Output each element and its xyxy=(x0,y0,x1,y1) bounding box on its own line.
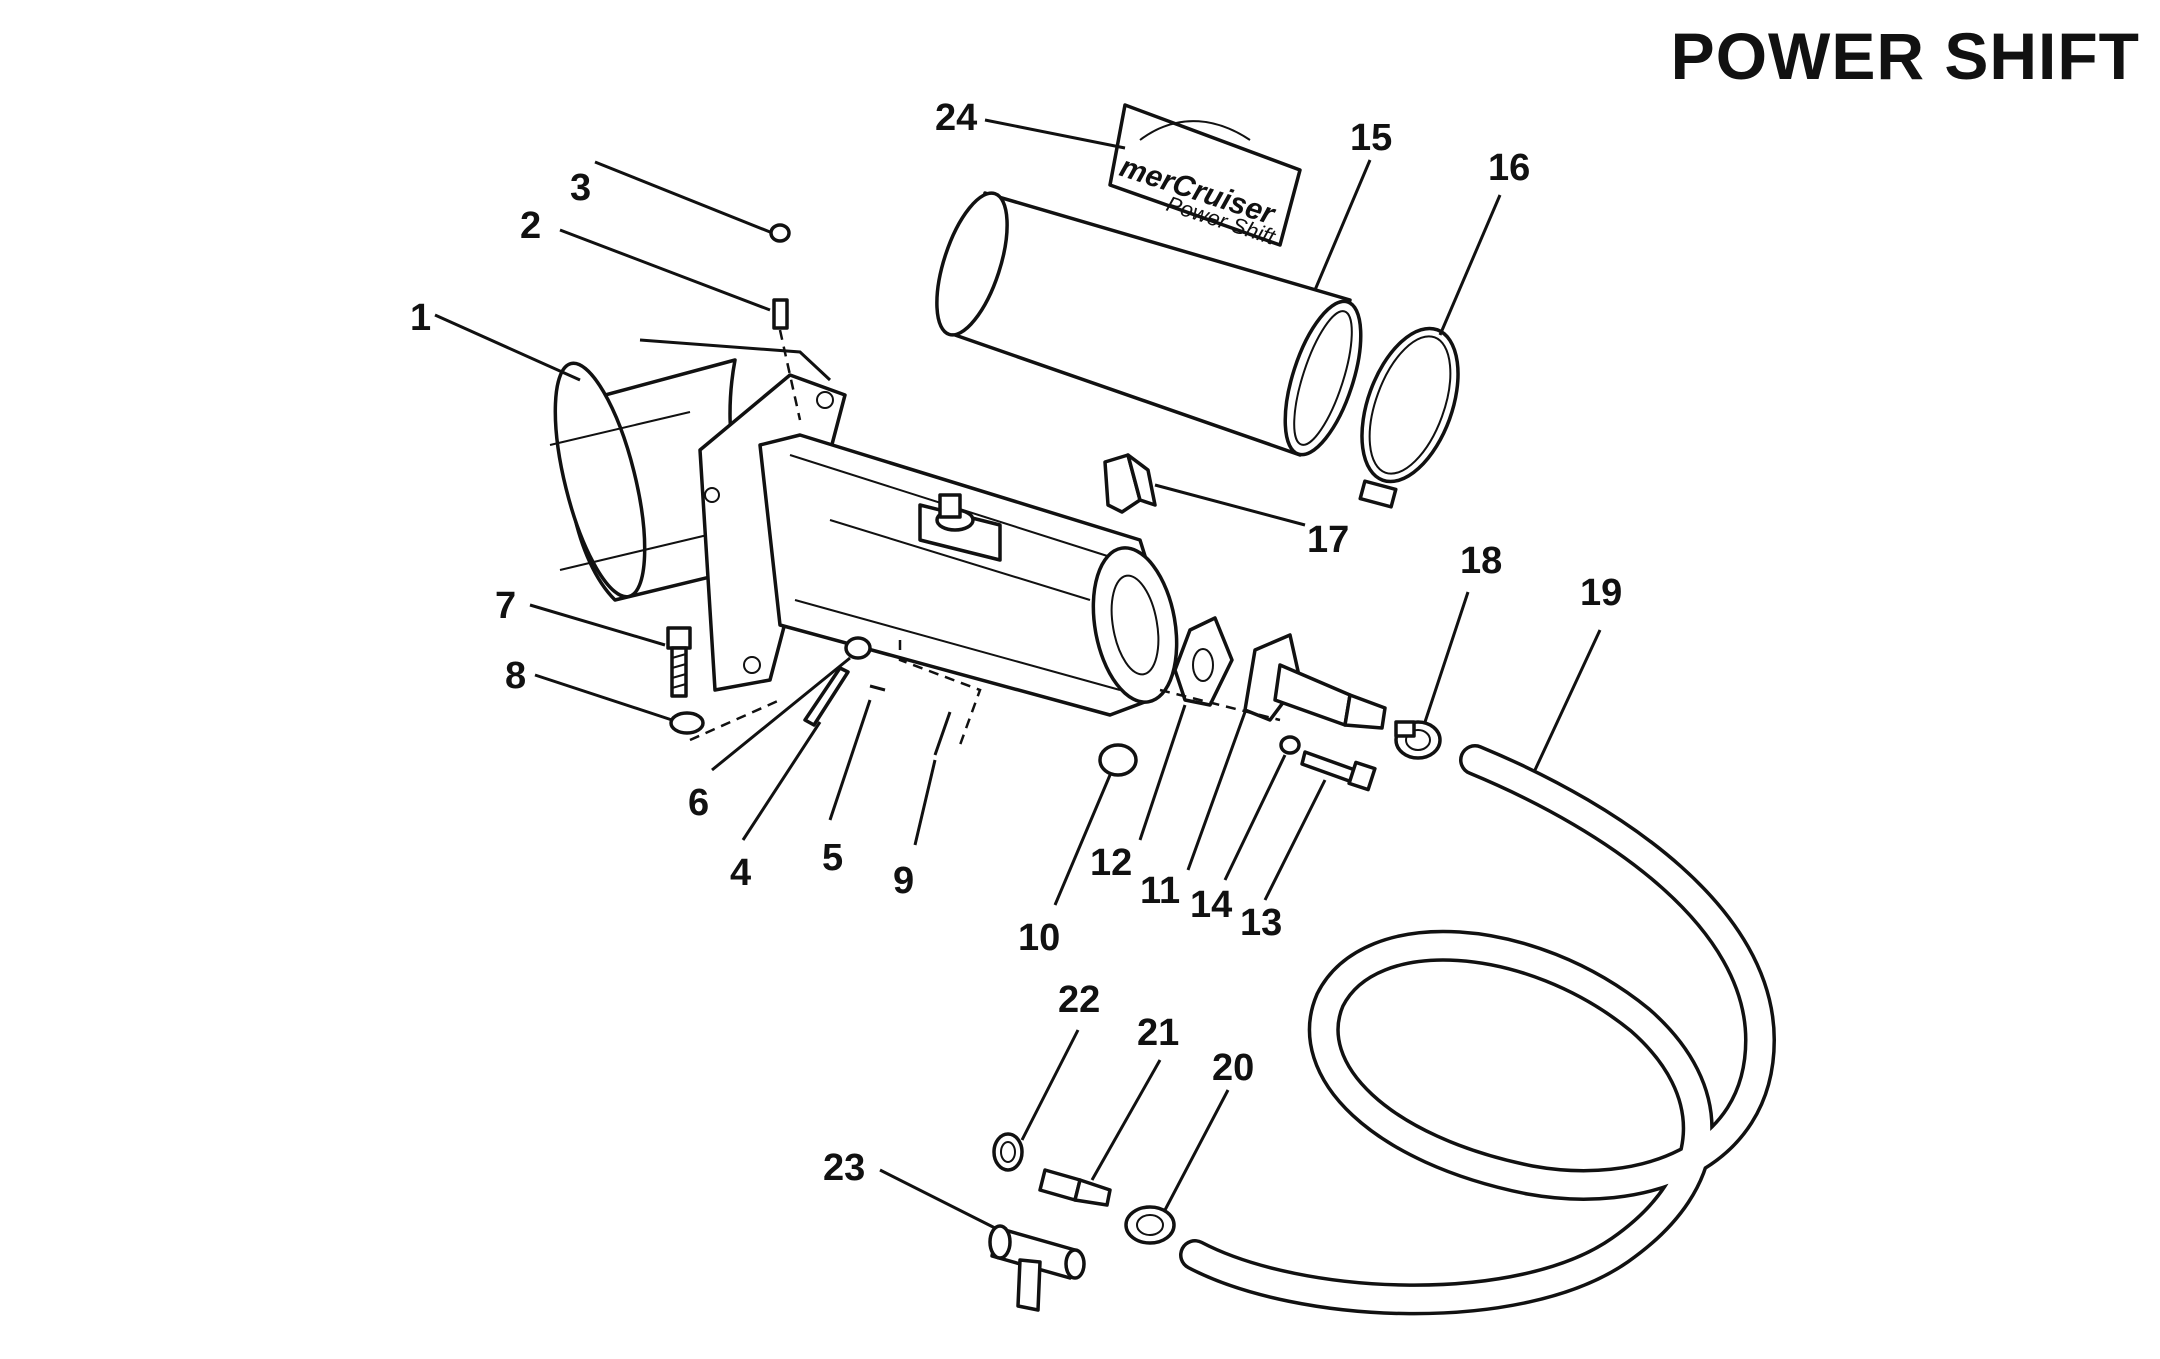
callout-11: 11 xyxy=(1140,870,1180,912)
part-16-clamp xyxy=(1358,326,1460,509)
callout-7: 7 xyxy=(495,585,516,627)
part-9-pin xyxy=(933,711,952,756)
callout-12: 12 xyxy=(1090,842,1132,884)
callout-22: 22 xyxy=(1058,979,1100,1021)
callout-13: 13 xyxy=(1240,902,1282,944)
part-12-gasket xyxy=(1173,616,1234,707)
callout-19: 19 xyxy=(1580,572,1622,614)
callout-20: 20 xyxy=(1212,1047,1254,1089)
part-13-screw xyxy=(1300,750,1377,792)
callout-23: 23 xyxy=(823,1147,865,1189)
callout-14: 14 xyxy=(1190,884,1232,926)
part-22-bushing xyxy=(992,1132,1024,1172)
callout-2: 2 xyxy=(520,205,541,247)
callout-16: 16 xyxy=(1488,147,1530,189)
callout-6: 6 xyxy=(688,782,709,824)
part-15-cover xyxy=(935,191,1363,457)
callout-4: 4 xyxy=(730,852,751,894)
part-23-tee xyxy=(988,1224,1086,1312)
part-21-fitting xyxy=(1038,1168,1112,1207)
callout-24: 24 xyxy=(935,97,977,139)
callout-3: 3 xyxy=(570,167,591,209)
part-24-decal: merCruiser Power Shift xyxy=(1108,103,1302,250)
part-7-bolt xyxy=(666,626,692,698)
page-title: POWER SHIFT xyxy=(1670,19,2140,93)
callout-1: 1 xyxy=(410,297,431,339)
part-19-hose xyxy=(1179,744,1777,1316)
part-5-pin xyxy=(869,684,886,692)
part-14-washer xyxy=(1279,735,1301,755)
part-10-plug xyxy=(1098,743,1138,777)
part-20-hose-clamp xyxy=(1124,1205,1176,1245)
callout-5: 5 xyxy=(822,837,843,879)
part-18-hose-clamp xyxy=(1394,720,1442,760)
part-11-end-fitting xyxy=(1243,633,1387,730)
callout-9: 9 xyxy=(893,860,914,902)
part-2-screw xyxy=(772,298,789,330)
part-6-nut xyxy=(844,636,872,660)
part-4-pin xyxy=(803,666,850,727)
callout-15: 15 xyxy=(1350,117,1392,159)
callout-8: 8 xyxy=(505,655,526,697)
part-17-clip xyxy=(1103,453,1157,514)
part-3-nut xyxy=(769,223,791,243)
callout-10: 10 xyxy=(1018,917,1060,959)
callout-21: 21 xyxy=(1137,1012,1179,1054)
callout-18: 18 xyxy=(1460,540,1502,582)
callout-17: 17 xyxy=(1307,519,1349,561)
part-8-washer xyxy=(669,711,705,735)
leader-lines xyxy=(434,118,1602,1230)
callout-numbers: 1 2 3 4 5 6 7 8 9 10 11 12 13 14 15 16 1… xyxy=(410,97,1622,1189)
